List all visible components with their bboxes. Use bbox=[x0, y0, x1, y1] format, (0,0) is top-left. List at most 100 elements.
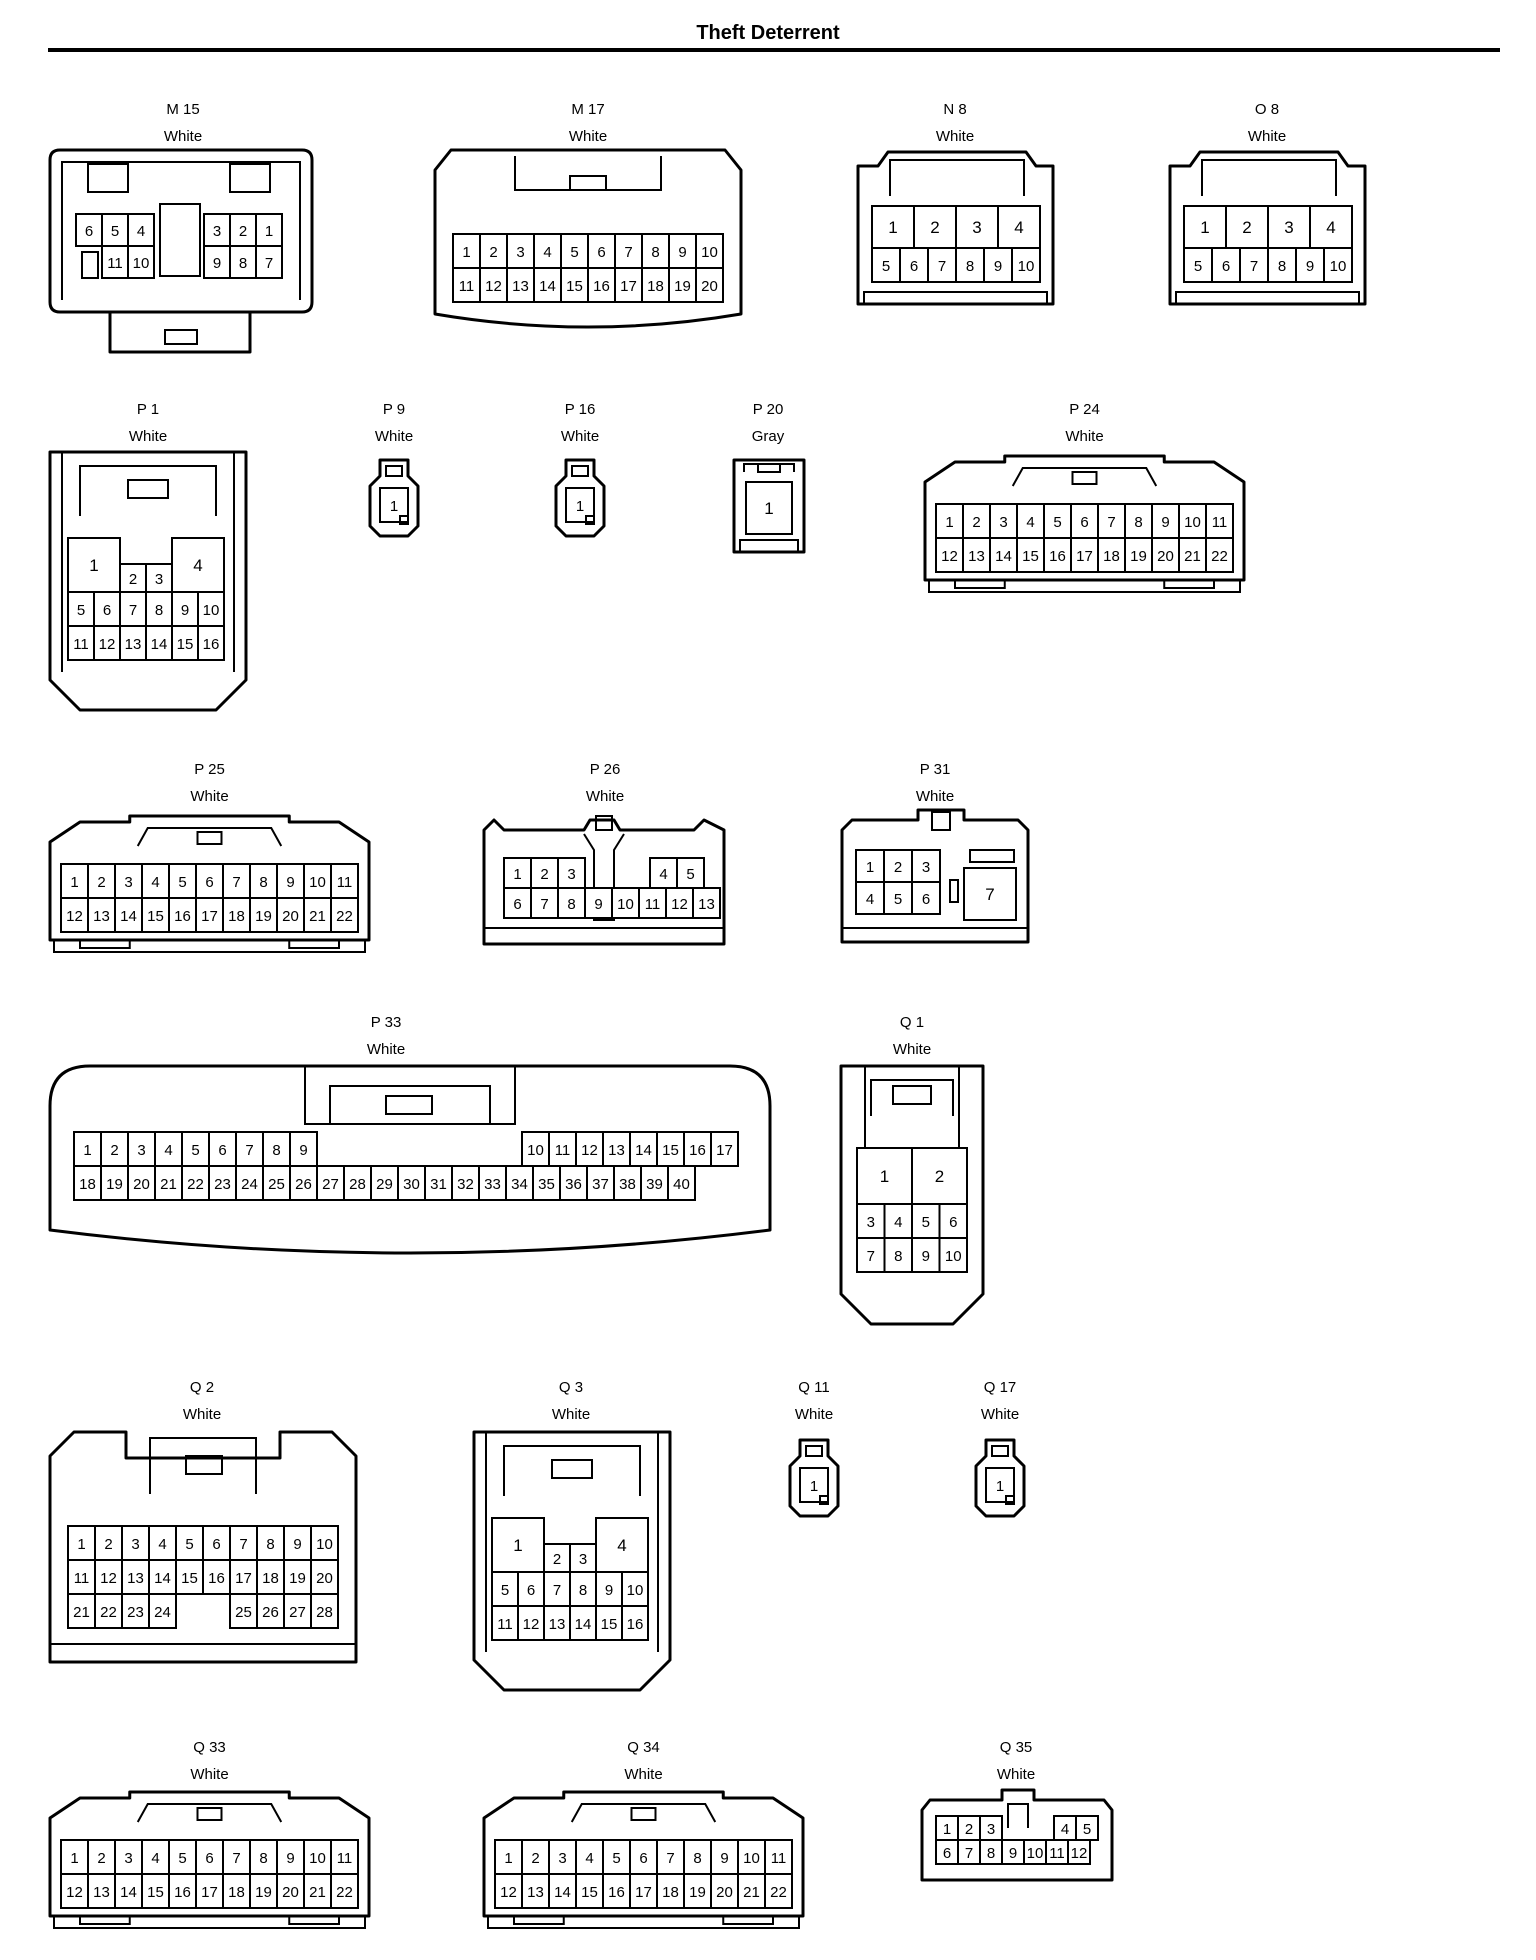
pin-number: 12 bbox=[66, 1884, 83, 1901]
pin-number: 16 bbox=[174, 1884, 191, 1901]
pin-number: 17 bbox=[620, 278, 637, 295]
pin-cell bbox=[127, 1131, 156, 1167]
connector-housing bbox=[974, 1438, 1026, 1518]
connector-id-label: P 20 bbox=[753, 401, 784, 418]
pin-number: 3 bbox=[131, 1536, 139, 1553]
pin-number: 13 bbox=[608, 1142, 625, 1159]
connector-color-label: White bbox=[916, 788, 954, 805]
pin-number: 6 bbox=[527, 1582, 535, 1599]
pin-number: 21 bbox=[1184, 548, 1201, 565]
pin-number: 4 bbox=[1061, 1821, 1069, 1838]
connector-housing bbox=[889, 159, 1025, 196]
pin-number: 1 bbox=[462, 244, 470, 261]
pin-number: 21 bbox=[73, 1604, 90, 1621]
housing-detail bbox=[53, 1915, 366, 1929]
pin-number: 2 bbox=[239, 223, 247, 240]
housing-detail bbox=[79, 1915, 131, 1925]
pin-cell bbox=[935, 503, 964, 539]
pin-number: 22 bbox=[187, 1176, 204, 1193]
pin-number: 20 bbox=[282, 908, 299, 925]
pin-cell bbox=[871, 247, 901, 283]
housing-detail bbox=[1005, 1495, 1015, 1505]
pin-number: 7 bbox=[1250, 258, 1258, 275]
pin-cell bbox=[479, 267, 508, 303]
connector-housing bbox=[368, 458, 420, 538]
pin-number: 22 bbox=[770, 1884, 787, 1901]
pin-cell bbox=[911, 849, 941, 883]
pin-number: 7 bbox=[867, 1248, 875, 1265]
pin-number: 4 bbox=[1014, 218, 1023, 237]
pin-number: 37 bbox=[592, 1176, 609, 1193]
pin-cell bbox=[764, 1873, 793, 1909]
pin-number: 8 bbox=[155, 602, 163, 619]
pin-number: 12 bbox=[581, 1142, 598, 1159]
pin-number: 19 bbox=[1130, 548, 1147, 565]
pin-number: 7 bbox=[965, 1845, 973, 1862]
pin-cell bbox=[145, 591, 173, 627]
pin-cell bbox=[611, 887, 640, 919]
pin-cell bbox=[710, 1839, 739, 1875]
pin-cell bbox=[154, 1165, 183, 1201]
housing-detail bbox=[81, 251, 99, 279]
pin-number: 13 bbox=[125, 636, 142, 653]
pin-number: 38 bbox=[619, 1176, 636, 1193]
pin-number: 18 bbox=[228, 1884, 245, 1901]
pin-number: 4 bbox=[659, 866, 667, 883]
pin-cell bbox=[665, 887, 694, 919]
connector-housing bbox=[839, 1064, 985, 1326]
pin-number: 18 bbox=[1103, 548, 1120, 565]
pin-number: 12 bbox=[66, 908, 83, 925]
pin-cell bbox=[963, 867, 1017, 921]
pin-cell bbox=[911, 881, 941, 915]
pin-cell bbox=[114, 863, 143, 899]
pin-number: 2 bbox=[489, 244, 497, 261]
housing-detail bbox=[863, 291, 1048, 305]
pin-cell bbox=[171, 537, 225, 593]
housing-detail bbox=[969, 849, 1015, 863]
pin-cell bbox=[330, 1839, 359, 1875]
pin-number: 1 bbox=[89, 556, 98, 575]
pin-number: 6 bbox=[949, 1214, 957, 1231]
pin-number: 10 bbox=[743, 1850, 760, 1867]
pin-number: 8 bbox=[579, 1582, 587, 1599]
pin-number: 11 bbox=[73, 636, 89, 653]
connector-housing bbox=[485, 1432, 659, 1652]
pin-cell bbox=[168, 1873, 197, 1909]
connector-color-label: White bbox=[552, 1406, 590, 1423]
pin-cell bbox=[127, 213, 155, 247]
connector-color-label: White bbox=[375, 428, 413, 445]
pin-number: 3 bbox=[999, 514, 1007, 531]
pin-number: 15 bbox=[177, 636, 194, 653]
pin-number: 16 bbox=[593, 278, 610, 295]
pin-number: 5 bbox=[185, 1536, 193, 1553]
pin-cell bbox=[764, 1839, 793, 1875]
pin-number: 22 bbox=[100, 1604, 117, 1621]
connector-housing bbox=[583, 833, 625, 921]
pin-cell bbox=[640, 1165, 669, 1201]
pin-number: 4 bbox=[894, 1214, 902, 1231]
pin-number: 11 bbox=[645, 896, 661, 913]
pin-cell bbox=[330, 897, 359, 933]
housing-detail bbox=[757, 463, 781, 473]
pin-cell bbox=[1151, 537, 1180, 573]
connector-id-label: Q 11 bbox=[798, 1379, 829, 1396]
pin-number: 7 bbox=[265, 255, 273, 272]
pin-number: 2 bbox=[97, 1850, 105, 1867]
pin-number: 40 bbox=[673, 1176, 690, 1193]
pin-cell bbox=[695, 233, 724, 269]
pin-cell bbox=[289, 1165, 318, 1201]
pin-number: 20 bbox=[316, 1570, 333, 1587]
pin-number: 3 bbox=[213, 223, 221, 240]
pin-cell bbox=[517, 1571, 545, 1607]
pin-cell bbox=[370, 1165, 399, 1201]
housing-detail bbox=[385, 465, 403, 477]
pin-number: 14 bbox=[635, 1142, 652, 1159]
housing-detail bbox=[288, 939, 340, 949]
housing-detail bbox=[229, 163, 271, 193]
pin-number: 3 bbox=[1284, 218, 1293, 237]
pin-cell bbox=[424, 1165, 453, 1201]
pin-number: 14 bbox=[575, 1616, 592, 1633]
